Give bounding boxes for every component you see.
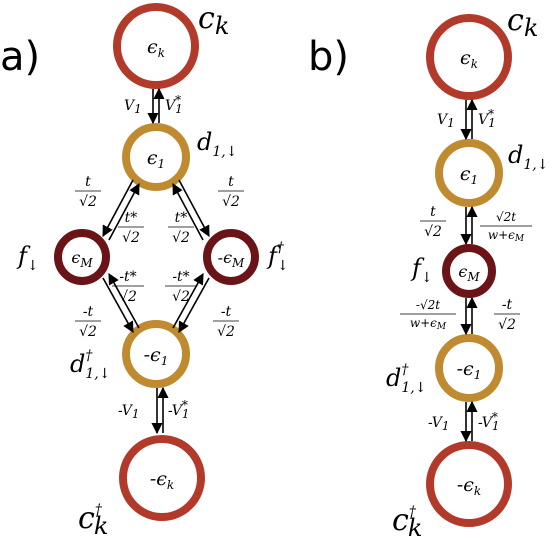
svg-text:-√2t: -√2t: [416, 298, 440, 312]
svg-text:-t: -t: [502, 297, 513, 313]
edge-d1-f-dag: t √2 t* √2: [168, 174, 244, 246]
edge-f-dag-d1dag: -t* √2 -t √2: [165, 269, 239, 340]
svg-text:√2: √2: [424, 224, 442, 240]
svg-text:d†1,↓: d†1,↓: [386, 362, 426, 396]
node-ckdag-operator: c†k: [78, 501, 108, 540]
node-d1-operator: d1,↓: [197, 128, 237, 160]
node-d1-circle: [122, 123, 190, 191]
svg-text:√2: √2: [217, 324, 235, 340]
svg-text:c†k: c†k: [392, 503, 422, 542]
svg-text:t*: t*: [125, 210, 138, 226]
node-f-down-circle: [442, 244, 496, 298]
svg-text:-V1: -V1: [118, 403, 139, 421]
svg-text:√2: √2: [79, 194, 97, 210]
svg-text:w+ϵM: w+ϵM: [410, 316, 447, 332]
svg-text:√2: √2: [122, 230, 140, 246]
svg-text:-t*: -t*: [119, 269, 136, 285]
svg-text:ck: ck: [507, 3, 538, 42]
svg-text:ϵk: ϵk: [460, 47, 478, 71]
svg-text:√2: √2: [498, 317, 516, 333]
svg-text:t: t: [85, 174, 91, 190]
node-f-down-operator: f↓: [16, 242, 39, 274]
node-d1dag-operator: d†1,↓: [70, 348, 110, 382]
svg-text:√2: √2: [222, 194, 240, 210]
node-ckdag-circle: [426, 441, 512, 527]
svg-text:t*: t*: [175, 210, 188, 226]
edge-b-d1-f-down: t √2 √2t w+ϵM: [420, 204, 532, 246]
node-d1-circle: [435, 139, 503, 207]
node-f-dag-energy: -ϵM: [218, 248, 245, 270]
node-d1dag-circle: [122, 320, 190, 388]
panel-a: a) ϵk ϵ1 ϵM -ϵM -ϵ1 -ϵk ck d1,↓ f↓ f†↓ d…: [0, 1, 289, 540]
svg-text:-t*: -t*: [172, 269, 189, 285]
svg-text:-V*1: -V*1: [478, 410, 499, 433]
svg-text:√2: √2: [79, 324, 97, 340]
svg-text:t: t: [228, 174, 234, 190]
node-ck-operator: ck: [198, 1, 229, 40]
svg-text:√2t: √2t: [496, 210, 516, 224]
svg-text:ϵM: ϵM: [458, 262, 480, 284]
node-f-dag-operator: f†↓: [266, 240, 289, 274]
node-d1dag-circle: [435, 334, 503, 402]
svg-text:ϵ1: ϵ1: [460, 163, 478, 187]
edge-d1dag-ckdag: -V1 -V*1: [118, 386, 189, 435]
node-f-down-energy: ϵM: [71, 248, 93, 270]
svg-text:-ϵk: -ϵk: [457, 474, 481, 498]
svg-text:-V1: -V1: [428, 415, 449, 433]
edge-f-down-d1dag: -t* √2 -t √2: [75, 269, 144, 340]
edge-b-d1dag-ckdag: -V1 -V*1: [428, 400, 499, 443]
svg-text:-t: -t: [221, 304, 232, 320]
edge-d1-f-down: t √2 t* √2: [75, 174, 144, 246]
svg-text:√2: √2: [172, 230, 190, 246]
svg-text:√2: √2: [119, 289, 137, 305]
svg-text:d1,↓: d1,↓: [508, 141, 548, 173]
svg-text:w+ϵM: w+ϵM: [488, 228, 525, 244]
edge-ck-d1: V1 V*1: [124, 87, 183, 125]
node-d1-energy: ϵ1: [147, 147, 165, 171]
svg-text:V*1: V*1: [478, 107, 496, 130]
panel-b: b) ϵk ϵ1 ϵM -ϵ1 -ϵk ck d1,↓ f↓ d†1,↓ c†k…: [308, 3, 548, 542]
panel-b-label: b): [308, 34, 349, 80]
node-ck-energy: ϵk: [147, 36, 165, 60]
node-f-down-circle: [54, 229, 110, 285]
svg-text:t: t: [430, 204, 436, 220]
label-V1: V1: [124, 98, 142, 116]
node-ckdag-energy: -ϵk: [150, 468, 174, 492]
node-ck-circle: [113, 3, 199, 89]
svg-text:-V*1: -V*1: [168, 398, 189, 421]
panel-a-label: a): [0, 34, 40, 80]
edge-b-f-down-d1dag: -√2t w+ϵM -t √2: [400, 296, 520, 336]
svg-text:-t: -t: [83, 304, 94, 320]
svg-text:V1: V1: [437, 112, 455, 130]
edge-b-ck-d1: V1 V*1: [437, 98, 496, 141]
svg-text:-ϵ1: -ϵ1: [457, 358, 482, 382]
node-ck-circle: [426, 14, 512, 100]
node-d1dag-energy: -ϵ1: [144, 344, 169, 368]
node-f-dag-circle: [203, 229, 259, 285]
label-V1-star: V*1: [165, 93, 183, 116]
node-ckdag-circle: [119, 435, 205, 521]
svg-text:f↓: f↓: [410, 254, 433, 286]
svg-text:√2: √2: [172, 289, 190, 305]
